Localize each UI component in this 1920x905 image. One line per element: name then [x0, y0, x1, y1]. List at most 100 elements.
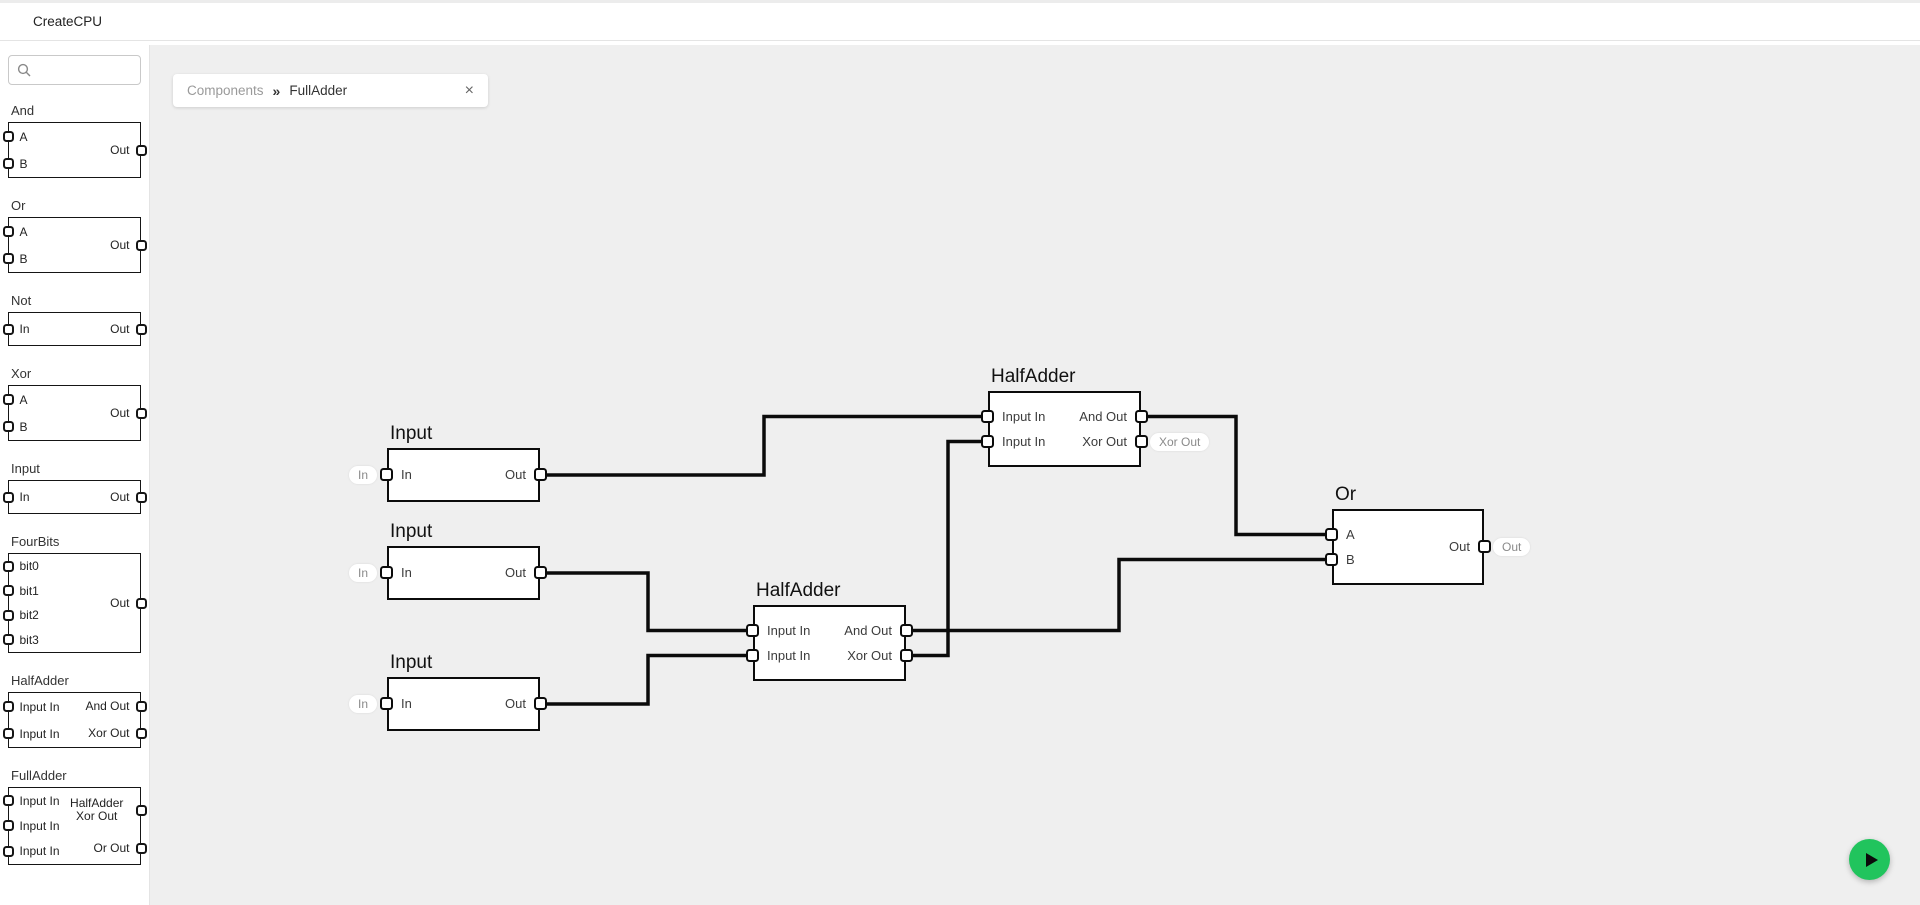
output-port-pin[interactable] [534, 468, 547, 481]
external-port-badge[interactable]: Xor Out [1150, 432, 1210, 451]
input-port-pin[interactable] [981, 409, 994, 423]
port-label: In [19, 490, 30, 504]
input-port-label: In [401, 696, 412, 711]
breadcrumb-components-link[interactable]: Components [187, 83, 264, 98]
port-label: Input In [19, 726, 60, 741]
input-port-pin[interactable] [746, 623, 759, 637]
port-pin [2, 609, 14, 621]
input-port-pin[interactable] [746, 648, 759, 662]
wire[interactable] [540, 653, 753, 706]
output-port-pin[interactable] [534, 697, 547, 710]
output-port: Xor Out [85, 727, 147, 740]
port-pin [2, 491, 14, 503]
output-port: Out [107, 321, 147, 336]
search-input[interactable] [8, 55, 141, 85]
external-port-badge[interactable]: In [348, 564, 377, 582]
port-pin [135, 407, 147, 419]
output-port-pin[interactable] [534, 566, 547, 579]
node-title: Input [390, 521, 433, 542]
close-icon[interactable]: × [464, 81, 474, 99]
input-port: bit3 [2, 633, 42, 647]
port-pin [2, 158, 14, 169]
port-label: Out [110, 321, 130, 336]
input-port: In [2, 322, 33, 336]
input-port-label: Input In [767, 622, 811, 638]
port-label: Input In [19, 699, 60, 714]
input-port-pin[interactable] [380, 468, 393, 481]
wire-layer [540, 414, 1332, 706]
external-port-badge[interactable]: In [348, 695, 377, 713]
input-port: A [2, 392, 31, 407]
port-label: In [19, 322, 30, 336]
output-port-pin[interactable] [1478, 540, 1491, 553]
input-port: Input In [2, 794, 61, 808]
output-port: Out [107, 406, 147, 420]
input-port-pin[interactable] [380, 566, 393, 579]
port-label: A [19, 129, 28, 144]
breadcrumb-current: FullAdder [289, 83, 348, 98]
wire[interactable] [906, 557, 1332, 633]
app-title: CreateCPU [33, 14, 103, 29]
input-port-pin[interactable] [1325, 527, 1338, 541]
port-label: HalfAdder Xor Out [70, 796, 124, 824]
palette-item-label: FourBits [11, 534, 60, 549]
port-pin [135, 323, 147, 335]
port-pin [135, 239, 147, 251]
wire[interactable] [1141, 414, 1332, 537]
node-title: Input [390, 652, 433, 673]
port-label: A [19, 392, 28, 407]
input-port-pin[interactable] [380, 697, 393, 710]
output-port: Out [107, 489, 147, 504]
input-port: Input In [2, 726, 63, 741]
input-port-pin[interactable] [1325, 552, 1338, 566]
wire[interactable] [906, 439, 988, 658]
node-title: HalfAdder [991, 366, 1076, 387]
output-port-label: Xor Out [847, 647, 892, 663]
input-port-pin[interactable] [981, 434, 994, 448]
wire[interactable] [540, 414, 988, 477]
input-port-label: B [1346, 551, 1355, 567]
port-pin [135, 491, 147, 503]
port-pin [135, 842, 147, 854]
port-label: Out [110, 489, 130, 504]
external-port-badge[interactable]: In [348, 466, 377, 484]
port-label: Out [110, 237, 130, 252]
output-port-pin[interactable] [1135, 409, 1148, 423]
input-port: B [2, 156, 31, 171]
port-pin [135, 728, 147, 739]
output-port-pin[interactable] [900, 648, 913, 662]
output-port: HalfAdder Xor Out [61, 796, 147, 824]
palette-item-label: Input [11, 461, 40, 476]
output-port-pin[interactable] [900, 623, 913, 637]
output-port: Or Out [90, 841, 147, 855]
run-simulation-button[interactable] [1849, 839, 1890, 880]
wire[interactable] [540, 571, 753, 633]
output-port-pin[interactable] [1135, 434, 1148, 448]
external-port-badge[interactable]: Out [1493, 538, 1531, 556]
output-port: Out [107, 143, 147, 157]
port-pin [2, 701, 14, 712]
port-label: B [19, 156, 28, 171]
input-port: bit0 [2, 559, 42, 573]
port-pin [2, 795, 14, 807]
palette-item-preview: In Out [2, 480, 147, 514]
output-port: And Out [82, 700, 147, 713]
